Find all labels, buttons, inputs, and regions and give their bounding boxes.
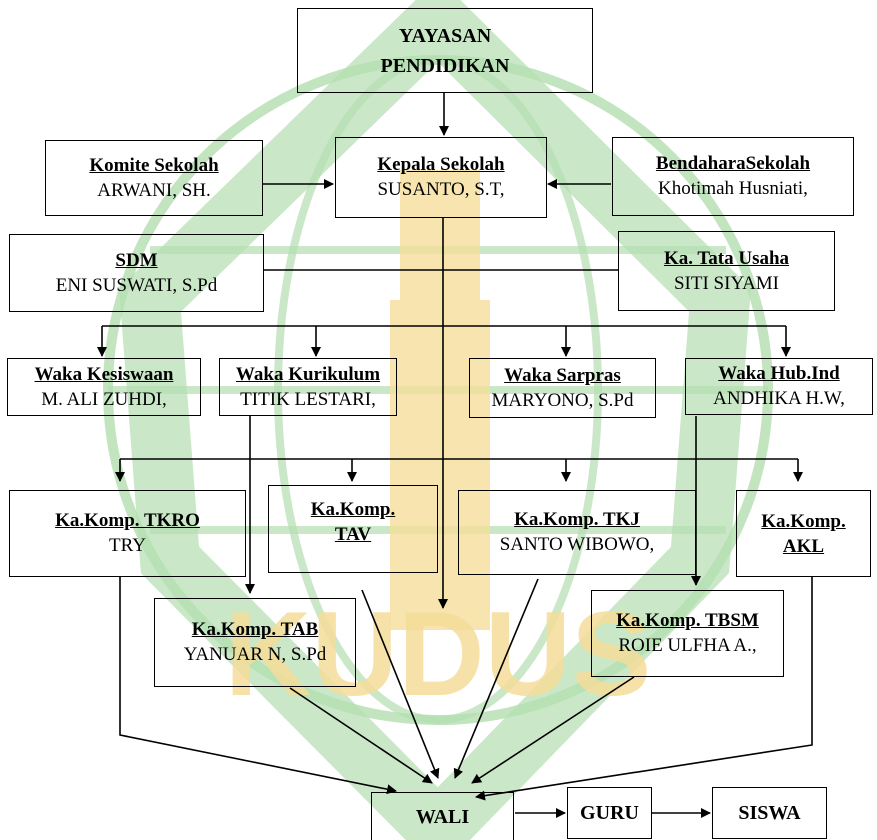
komite-name: ARWANI, SH.: [97, 179, 211, 201]
siswa-box: SISWA: [712, 787, 827, 839]
bendahara-title: BendaharaSekolah: [655, 153, 811, 174]
komp-tab-name: YANUAR N, S.Pd: [183, 644, 327, 665]
komp-tkro-box: Ka.Komp. TKRO TRY: [9, 490, 246, 577]
komp-tav-box: Ka.Komp. TAV: [268, 485, 438, 573]
yayasan-line1: YAYASAN: [398, 24, 492, 47]
komp-tkj-title: Ka.Komp. TKJ: [514, 509, 640, 530]
komp-tab-box: Ka.Komp. TAB YANUAR N, S.Pd: [154, 598, 356, 687]
bendahara-name: Khotimah Husniati,: [658, 178, 808, 199]
wali-label: WALI: [415, 805, 470, 828]
yayasan-line2: PENDIDIKAN: [380, 54, 510, 77]
waka-sarpras-box: Waka Sarpras MARYONO, S.Pd: [469, 358, 656, 418]
komp-tav-title-line1: Ka.Komp.: [310, 499, 396, 520]
waka-hubind-name: ANDHIKA H.W,: [713, 388, 845, 409]
waka-kesiswaan-box: Waka Kesiswaan M. ALI ZUHDI,: [7, 358, 201, 416]
yayasan-box: YAYASAN PENDIDIKAN: [297, 8, 593, 93]
komp-tkj-name: SANTO WIBOWO,: [499, 534, 655, 555]
waka-hubind-title: Waka Hub.Ind: [718, 363, 840, 384]
tata-usaha-name: SITI SIYAMI: [673, 272, 780, 294]
siswa-label: SISWA: [738, 802, 801, 824]
komp-tbsm-box: Ka.Komp. TBSM ROIE ULFHA A.,: [591, 590, 784, 677]
waka-kesiswaan-name: M. ALI ZUHDI,: [41, 388, 167, 410]
bendahara-box: BendaharaSekolah Khotimah Husniati,: [612, 137, 854, 216]
komp-akl-title-line2: AKL: [782, 535, 825, 557]
waka-sarpras-name: MARYONO, S.Pd: [491, 389, 634, 411]
kepala-name: SUSANTO, S.T,: [377, 179, 505, 200]
waka-sarpras-title: Waka Sarpras: [504, 364, 621, 386]
wali-box: WALI: [371, 792, 514, 840]
kepala-title: Kepala Sekolah: [377, 154, 505, 175]
komp-tav-title-line2: TAV: [334, 524, 372, 545]
komp-tkro-name: TRY: [109, 535, 146, 556]
kepala-box: Kepala Sekolah SUSANTO, S.T,: [335, 137, 547, 218]
sdm-name: ENI SUSWATI, S.Pd: [55, 274, 218, 296]
guru-box: GURU: [567, 787, 652, 839]
guru-label: GURU: [580, 802, 639, 824]
komp-tbsm-name: ROIE ULFHA A.,: [618, 635, 757, 656]
waka-kurikulum-title: Waka Kurikulum: [235, 363, 381, 385]
komp-tbsm-title: Ka.Komp. TBSM: [616, 610, 759, 631]
komp-tkj-box: Ka.Komp. TKJ SANTO WIBOWO,: [458, 490, 696, 575]
tata-usaha-title: Ka. Tata Usaha: [663, 247, 790, 269]
komite-title: Komite Sekolah: [89, 154, 219, 176]
komite-box: Komite Sekolah ARWANI, SH.: [45, 140, 263, 216]
komp-akl-box: Ka.Komp. AKL: [736, 490, 871, 577]
waka-kesiswaan-title: Waka Kesiswaan: [34, 363, 174, 385]
komp-akl-title-line1: Ka.Komp.: [761, 510, 846, 532]
sdm-title: SDM: [115, 249, 158, 271]
sdm-box: SDM ENI SUSWATI, S.Pd: [9, 234, 264, 312]
waka-hubind-box: Waka Hub.Ind ANDHIKA H.W,: [685, 358, 873, 415]
tata-usaha-box: Ka. Tata Usaha SITI SIYAMI: [618, 231, 835, 311]
komp-tkro-title: Ka.Komp. TKRO: [55, 510, 200, 531]
watermark-text: KUDUS: [225, 587, 652, 721]
waka-kurikulum-name: TITIK LESTARI,: [240, 388, 376, 410]
waka-kurikulum-box: Waka Kurikulum TITIK LESTARI,: [219, 358, 397, 416]
komp-tab-title: Ka.Komp. TAB: [191, 619, 319, 640]
